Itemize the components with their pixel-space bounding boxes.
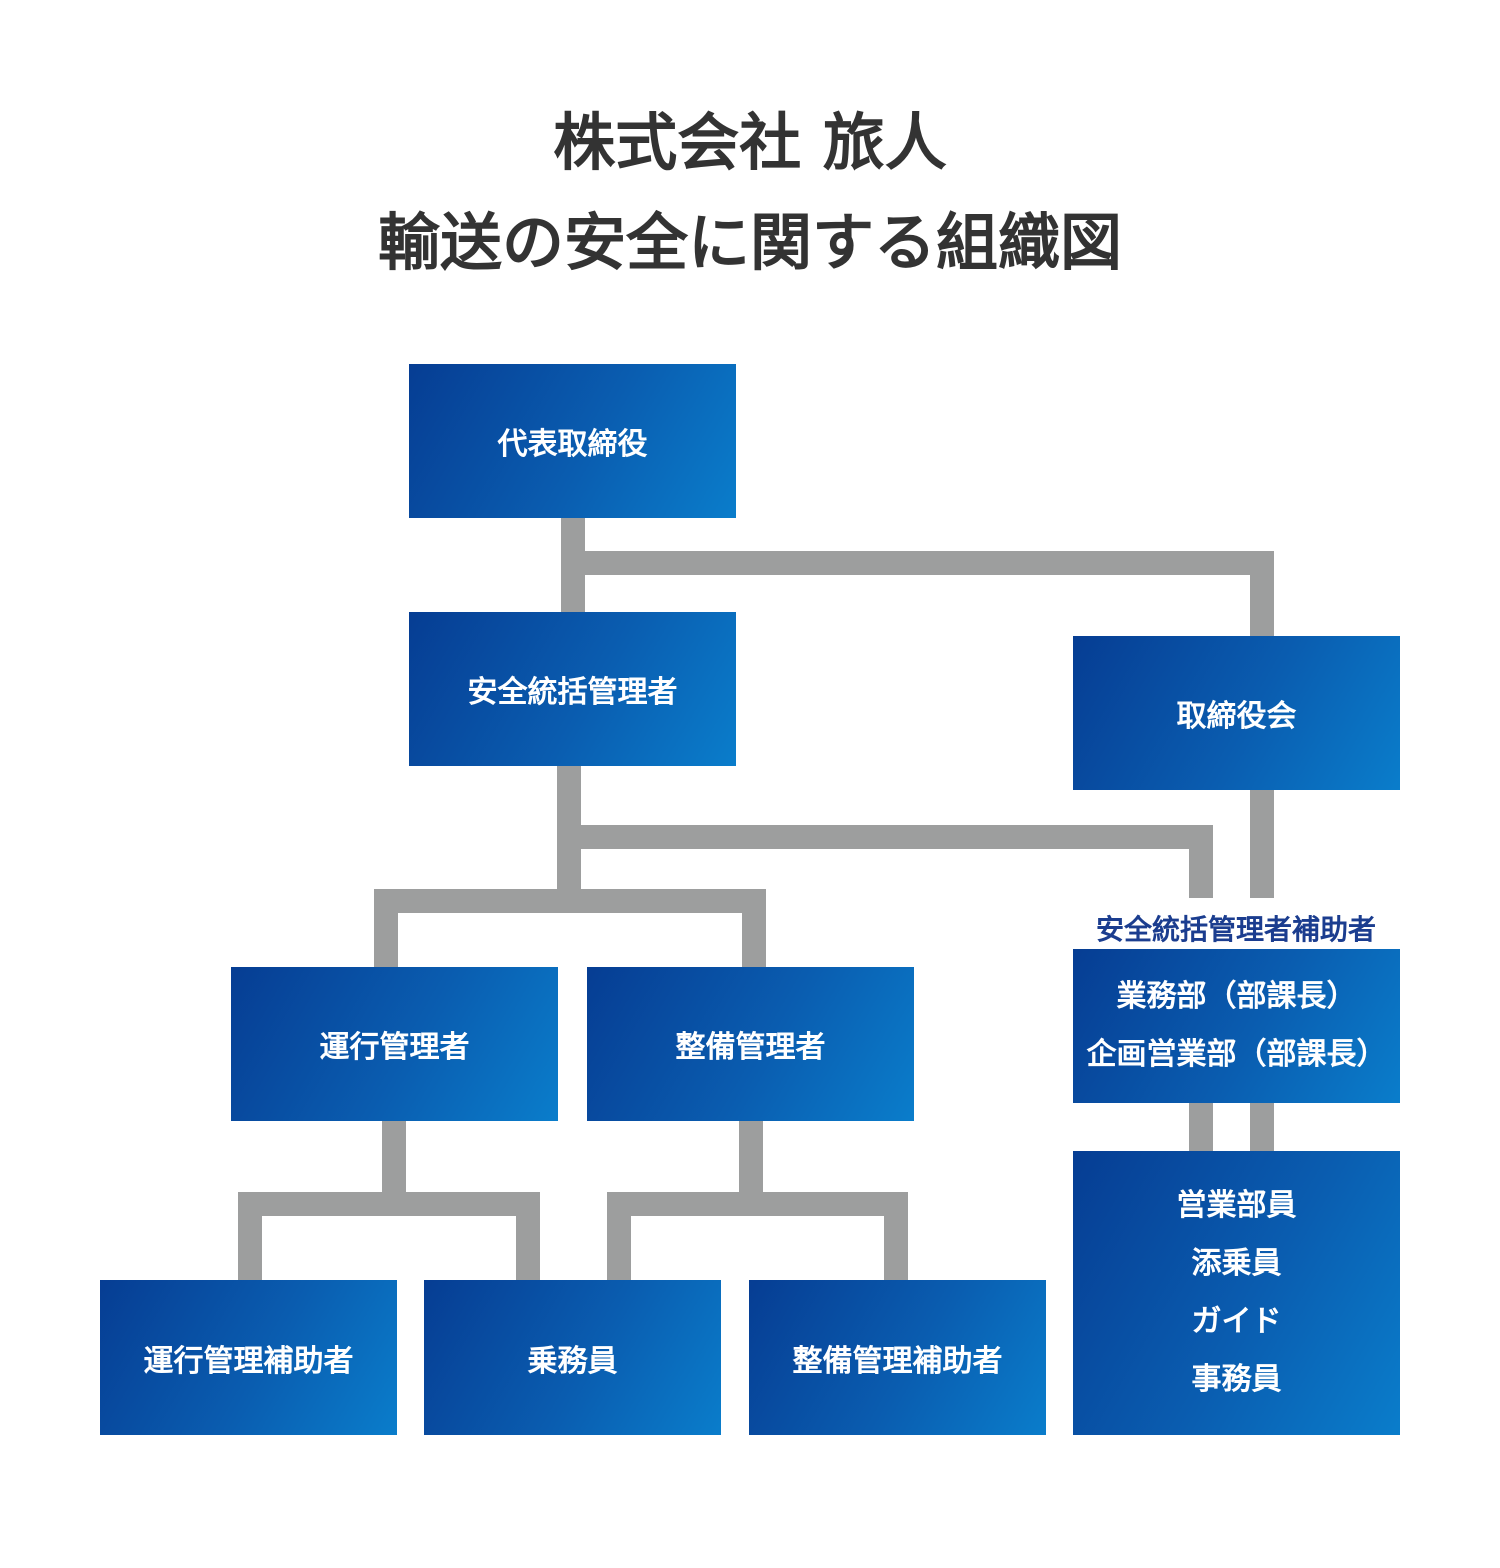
connector-safety-assistant-horizontal [557, 825, 1213, 849]
connector-assistant-staff-right [1250, 1103, 1274, 1151]
node-board-of-directors: 取締役会 [1073, 636, 1400, 790]
node-representative-director-label: 代表取締役 [497, 427, 648, 462]
page-title: 株式会社 旅人 [553, 106, 947, 179]
connector-operations-children-horizontal [238, 1192, 540, 1216]
node-maintenance-manager-label: 整備管理者 [675, 1030, 826, 1065]
node-board-of-directors-label: 取締役会 [1176, 699, 1297, 734]
connector-maintenance-manager-up [742, 889, 766, 968]
node-crew-label: 乗務員 [527, 1343, 618, 1379]
connector-board-up [1250, 551, 1274, 636]
connector-maintenance-children-horizontal [607, 1192, 908, 1216]
connector-board-down [1250, 789, 1274, 898]
node-maintenance-assistant: 整備管理補助者 [749, 1280, 1046, 1435]
node-operations-manager: 運行管理者 [231, 967, 558, 1121]
node-representative-director: 代表取締役 [409, 364, 736, 518]
connector-operations-manager-up [374, 889, 398, 968]
staff-line-tour-conductor: 添乗員 [1191, 1246, 1282, 1281]
node-safety-manager-label: 安全統括管理者 [467, 675, 678, 710]
safety-manager-assistant-label: 安全統括管理者補助者 [1095, 913, 1376, 946]
node-maintenance-manager: 整備管理者 [587, 967, 914, 1121]
node-safety-manager: 安全統括管理者 [409, 612, 736, 766]
connector-rep-board-horizontal [561, 551, 1274, 575]
node-maintenance-assistant-label: 整備管理補助者 [792, 1343, 1003, 1379]
staff-line-guide: ガイド [1191, 1304, 1282, 1339]
connector-maintenance-assistant-up [884, 1192, 908, 1281]
connector-assistant-staff-left [1189, 1103, 1213, 1151]
node-operations-assistant-label: 運行管理補助者 [143, 1343, 354, 1379]
node-staff: 営業部員 添乗員 ガイド 事務員 [1073, 1151, 1400, 1435]
assistant-line-business-dept: 業務部（部課長） [1116, 979, 1357, 1014]
connector-crew-right-up [607, 1192, 631, 1281]
connector-crew-left-up [516, 1192, 540, 1281]
node-operations-assistant: 運行管理補助者 [100, 1280, 397, 1435]
connector-operations-assistant-up [238, 1192, 262, 1281]
connector-managers-horizontal [374, 889, 766, 913]
staff-line-sales: 営業部員 [1176, 1188, 1297, 1223]
assistant-line-planning-sales-dept: 企画営業部（部課長） [1086, 1037, 1387, 1072]
connector-assistant-left-vertical [1189, 825, 1213, 898]
node-crew: 乗務員 [424, 1280, 721, 1435]
page-subtitle: 輸送の安全に関する組織図 [377, 206, 1122, 279]
node-safety-manager-assistant: 業務部（部課長） 企画営業部（部課長） [1073, 949, 1400, 1103]
staff-line-office-clerk: 事務員 [1191, 1362, 1282, 1397]
node-operations-manager-label: 運行管理者 [319, 1030, 470, 1065]
